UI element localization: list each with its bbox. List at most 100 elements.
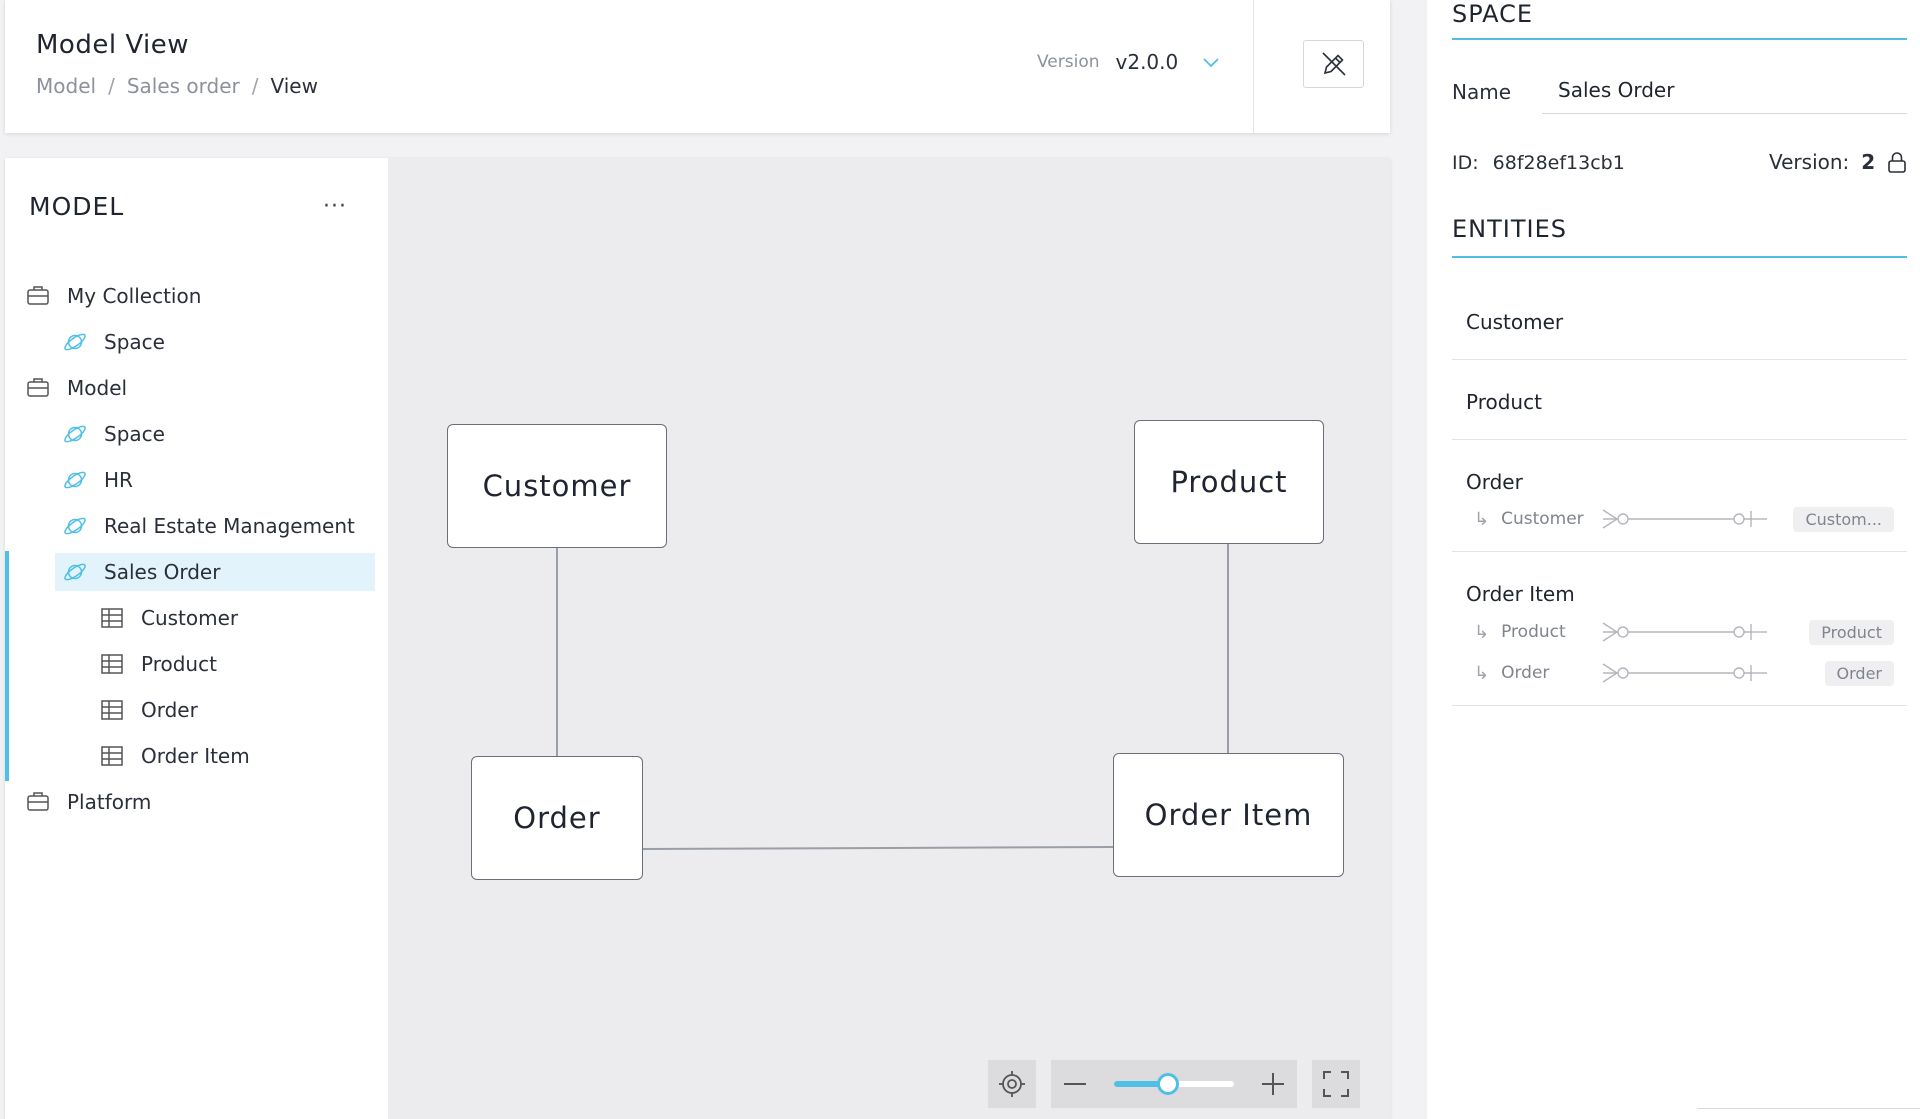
relation-target-chip[interactable]: Order [1824, 660, 1894, 686]
breadcrumb-sales-order[interactable]: Sales order [126, 74, 240, 98]
fullscreen-icon [1323, 1071, 1349, 1097]
relation-target-chip[interactable]: Product [1809, 619, 1894, 645]
relation-line-icon [1602, 622, 1768, 642]
relation-row[interactable]: ↳ Order Order [1474, 658, 1894, 688]
entity-name: Customer [1466, 310, 1564, 334]
entities-heading-rule [1452, 256, 1907, 258]
planet-icon [64, 563, 86, 581]
entity-customer[interactable]: Customer [1452, 280, 1907, 360]
entity-name: Product [1466, 390, 1542, 414]
return-arrow-icon: ↳ [1474, 508, 1490, 530]
page-title: Model View [36, 30, 190, 60]
breadcrumb-model[interactable]: Model [36, 74, 97, 98]
tree-item-label: Order Item [141, 744, 250, 768]
node-order[interactable]: Order [471, 756, 643, 880]
more-options-button[interactable]: ··· [323, 194, 347, 219]
minus-icon [1064, 1083, 1086, 1085]
name-field[interactable]: Sales Order [1542, 66, 1907, 114]
relation-field: Order [1501, 663, 1550, 683]
version-value: v2.0.0 [1115, 50, 1179, 74]
tree-item-label: Customer [141, 606, 239, 630]
tree-item-platform[interactable]: Platform [25, 783, 151, 821]
chevron-down-icon[interactable] [1200, 51, 1222, 73]
node-customer[interactable]: Customer [447, 424, 667, 548]
entity-product[interactable]: Product [1452, 360, 1907, 440]
planet-icon [64, 425, 86, 443]
briefcase-icon [27, 378, 49, 397]
entities-heading: ENTITIES [1452, 215, 1567, 243]
controls-gap [1297, 1060, 1312, 1108]
tree-item-label: Real Estate Management [104, 514, 355, 538]
tree-item-customer[interactable]: Customer [99, 599, 238, 637]
entity-name: Order Item [1466, 582, 1575, 606]
tree-item-model[interactable]: Model [25, 369, 127, 407]
planet-icon [64, 333, 86, 351]
sidebar-title: MODEL [29, 192, 125, 221]
tree-item-label: Space [104, 330, 165, 354]
id-value: 68f28ef13cb1 [1492, 152, 1625, 174]
link-order-order-item [641, 846, 1114, 850]
version-selector[interactable]: Version v2.0.0 [1037, 50, 1222, 74]
space-heading-rule [1452, 38, 1907, 40]
header-card: Model View Model / Sales order / View Ve… [5, 0, 1390, 133]
tree-item-my-collection[interactable]: My Collection [25, 277, 201, 315]
tree-item-real-estate-management[interactable]: Real Estate Management [62, 507, 355, 545]
tree-item-order[interactable]: Order [99, 691, 198, 729]
tree-item-product[interactable]: Product [99, 645, 217, 683]
node-order-item[interactable]: Order Item [1113, 753, 1344, 877]
zoom-in-button[interactable] [1249, 1060, 1297, 1108]
tree-item-sales-order[interactable]: Sales Order [55, 553, 375, 591]
edit-mode-button[interactable] [1303, 40, 1364, 88]
space-id: ID: 68f28ef13cb1 [1452, 152, 1625, 174]
tree-item-label: Platform [67, 790, 152, 814]
id-label: ID: [1452, 152, 1479, 174]
planet-icon [64, 471, 86, 489]
tree-item-label: My Collection [67, 284, 202, 308]
zoom-out-button[interactable] [1051, 1060, 1099, 1108]
recenter-button[interactable] [988, 1060, 1036, 1108]
fullscreen-button[interactable] [1312, 1060, 1360, 1108]
table-icon [101, 608, 123, 628]
canvas-controls [988, 1060, 1360, 1108]
node-product[interactable]: Product [1134, 420, 1324, 544]
zoom-slider-thumb[interactable] [1157, 1073, 1179, 1095]
name-label: Name [1452, 80, 1512, 104]
version-label: Version [1037, 52, 1100, 72]
tree-item-space[interactable]: Space [62, 415, 165, 453]
edit-off-icon [1321, 52, 1346, 76]
entity-order[interactable]: Order ↳ Customer Custom... [1452, 440, 1907, 552]
relation-row[interactable]: ↳ Customer Custom... [1474, 504, 1894, 534]
briefcase-icon [27, 792, 49, 811]
relation-line-icon [1602, 663, 1768, 683]
breadcrumb-separator: / [251, 74, 259, 98]
relation-field: Customer [1501, 509, 1584, 529]
planet-icon [64, 517, 86, 535]
tree-item-order-item[interactable]: Order Item [99, 737, 250, 775]
tree-item-label: Sales Order [104, 560, 221, 584]
controls-gap [1036, 1060, 1051, 1108]
space-version: Version: 2 [1769, 150, 1907, 174]
diagram-canvas[interactable]: Customer Product Order Order Item [388, 158, 1390, 1119]
relation-row[interactable]: ↳ Product Product [1474, 617, 1894, 647]
tree-item-label: Order [141, 698, 198, 722]
target-icon [999, 1071, 1025, 1097]
tree-item-hr[interactable]: HR [62, 461, 133, 499]
space-heading: SPACE [1452, 0, 1534, 28]
tree-item-space[interactable]: Space [62, 323, 165, 361]
entity-order-item[interactable]: Order Item ↳ Product Product ↳ Order [1452, 552, 1907, 706]
relationship-links [556, 544, 1229, 850]
tree-item-label: HR [104, 468, 133, 492]
tree-item-label: Model [67, 376, 128, 400]
zoom-slider[interactable] [1099, 1060, 1249, 1108]
properties-panel: SPACE Name Sales Order ID: 68f28ef13cb1 … [1427, 0, 1920, 1119]
return-arrow-icon: ↳ [1474, 662, 1490, 684]
relation-target-chip[interactable]: Custom... [1793, 506, 1894, 532]
version-number: 2 [1861, 150, 1876, 174]
relation-line-icon [1602, 509, 1768, 529]
header-divider [1253, 0, 1254, 133]
plus-icon [1262, 1073, 1284, 1095]
lock-icon[interactable] [1887, 151, 1907, 173]
version-label: Version: [1769, 150, 1850, 174]
breadcrumb-view: View [270, 74, 318, 98]
table-icon [101, 654, 123, 674]
